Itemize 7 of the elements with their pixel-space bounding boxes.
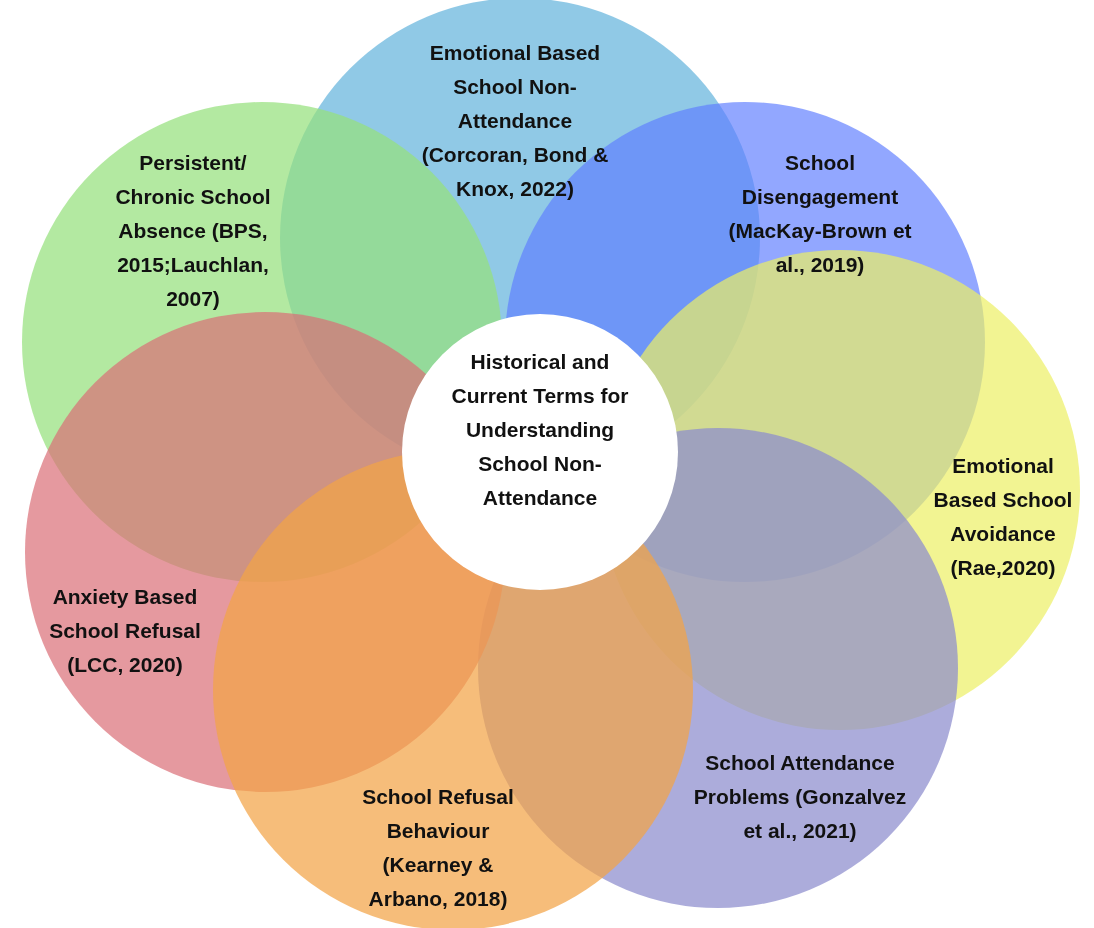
term-label: Emotional Based School Avoidance (Rae,2020): [920, 449, 1086, 585]
term-label: Anxiety Based School Refusal (LCC, 2020): [45, 580, 205, 682]
term-label: Persistent/ Chronic School Absence (BPS, 2015;Lauchlan, 2007): [113, 146, 273, 316]
term-label: Emotional Based School Non-Attendance (Corcoran, Bond & Knox, 2022): [406, 36, 624, 206]
term-label: School Refusal Behaviour (Kearney & Arbano, 2018): [353, 780, 523, 916]
term-label: School Attendance Problems (Gonzalvez et al., 2021): [690, 746, 910, 848]
term-label: School Disengagement (MacKay-Brown et al., 2019): [722, 146, 918, 282]
